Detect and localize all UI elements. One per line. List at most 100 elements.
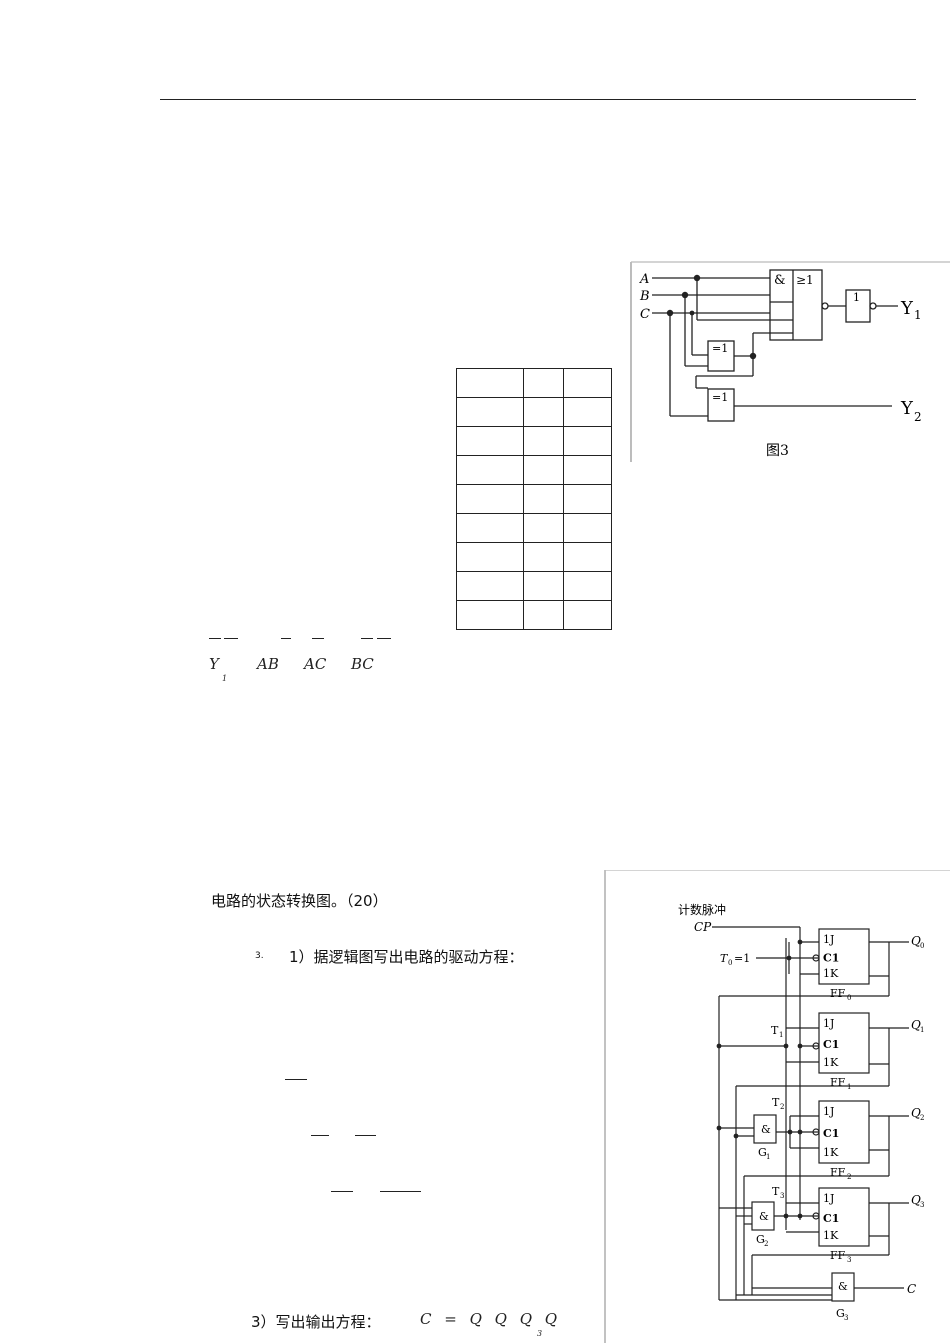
t2-label: T [772, 1096, 780, 1109]
cp-label: CP [694, 920, 712, 934]
t3-label: T [772, 1185, 780, 1198]
ff2-name: FF [830, 1166, 846, 1179]
ff0-pin-1k: 1K [823, 967, 839, 980]
truth-table-cell [563, 600, 612, 630]
truth-table-cell [563, 542, 612, 572]
truth-table-cell [456, 484, 524, 514]
truth-table [456, 368, 612, 630]
t1-label: T [771, 1024, 779, 1037]
step1-number: 3. [255, 951, 264, 961]
truth-table-cell [523, 455, 564, 485]
truth-table-cell [523, 484, 564, 514]
g1-sub: 1 [766, 1153, 770, 1161]
gate-and-symbol: & [774, 273, 786, 288]
output-equation-sub: 3 [537, 1329, 543, 1338]
g2-sub: 2 [764, 1240, 768, 1248]
ff2-pin-1j: 1J [823, 1105, 834, 1118]
truth-table-cell [563, 455, 612, 485]
g1-symbol: & [761, 1123, 771, 1136]
expr-term-ab: AB [257, 655, 279, 673]
ff3-name-sub: 3 [847, 1256, 851, 1264]
figure-3-caption: 图3 [766, 443, 789, 459]
truth-table-cell [523, 542, 564, 572]
header-rule [160, 99, 916, 100]
carry-output-label: C [907, 1282, 916, 1296]
t0-label: T [720, 952, 729, 965]
truth-table-cell [563, 426, 612, 456]
expr-y-sub: 1 [222, 674, 228, 683]
input-b-label: B [639, 289, 650, 304]
truth-table-cell [523, 513, 564, 543]
t0-eq: =1 [734, 952, 750, 965]
t1-sub: 1 [779, 1031, 783, 1039]
truth-table-cell [456, 397, 524, 427]
count-pulse-label: 计数脉冲 [678, 902, 726, 917]
equation-overbar [380, 1191, 421, 1192]
truth-table-row [456, 571, 612, 601]
output-y2-sub: 2 [914, 410, 922, 424]
t0-sub: 0 [728, 959, 732, 967]
g3-label: G [836, 1307, 845, 1320]
ff3-pin-c1: C1 [823, 1212, 839, 1225]
figure-3-logic-circuit: A B C & ≥1 1 =1 =1 Y 1 Y 2 图3 [630, 261, 950, 462]
truth-table-cell [456, 571, 524, 601]
truth-table-cell [456, 513, 524, 543]
q3-output-label: Q [911, 1193, 921, 1207]
truth-table-row [456, 484, 612, 514]
step1-driving-equations: 1）据逻辑图写出电路的驱动方程： [289, 948, 524, 966]
output-y1-sub: 1 [914, 308, 922, 322]
truth-table-row [456, 368, 612, 398]
truth-table-cell [523, 426, 564, 456]
equation-overbar [355, 1135, 376, 1136]
output-y2-label: Y [900, 398, 914, 419]
ff2-pin-c1: C1 [823, 1127, 839, 1140]
q3-output-sub: 3 [920, 1201, 924, 1209]
q1-output-sub: 1 [920, 1026, 924, 1034]
truth-table-cell [563, 397, 612, 427]
ff1-name: FF [830, 1076, 846, 1089]
step3-output-equation: 3）写出输出方程： [251, 1313, 381, 1331]
output-y1-label: Y [900, 298, 914, 319]
expr-term-ac: AC [304, 655, 327, 673]
question-title: 电路的状态转换图。（20） [211, 892, 388, 910]
expr-y: Y [209, 655, 219, 673]
truth-table-row [456, 600, 612, 630]
ff3-name: FF [830, 1249, 846, 1262]
gate-not-symbol: 1 [853, 291, 860, 304]
gate-or-symbol: ≥1 [796, 273, 814, 287]
ff0-name-sub: 0 [847, 994, 851, 1002]
t3-sub: 3 [780, 1192, 784, 1200]
ff1-pin-c1: C1 [823, 1038, 839, 1051]
ff1-name-sub: 1 [847, 1083, 851, 1091]
g3-symbol: & [838, 1280, 848, 1293]
ff2-pin-1k: 1K [823, 1146, 839, 1159]
truth-table-cell [523, 397, 564, 427]
ff1-pin-1j: 1J [823, 1017, 834, 1030]
ff0-name: FF [830, 987, 846, 1000]
g2-label: G [756, 1233, 765, 1246]
truth-table-cell [456, 600, 524, 630]
truth-table-row [456, 455, 612, 485]
ff0-pin-1j: 1J [823, 933, 834, 946]
expr-term-bc: BC [351, 655, 374, 673]
truth-table-row [456, 542, 612, 572]
gate-xor2-symbol: =1 [712, 391, 728, 404]
equation-overbar [331, 1191, 353, 1192]
g1-label: G [758, 1146, 767, 1159]
equation-overbar [285, 1079, 307, 1080]
q1-output-label: Q [911, 1018, 921, 1032]
truth-table-cell [563, 571, 612, 601]
ff3-pin-1j: 1J [823, 1192, 834, 1205]
q2-output-sub: 2 [920, 1114, 924, 1122]
t2-sub: 2 [780, 1103, 784, 1111]
truth-table-cell [563, 484, 612, 514]
truth-table-cell [563, 513, 612, 543]
truth-table-cell [523, 368, 564, 398]
output-equation: C = Q Q Q Q [420, 1310, 562, 1328]
truth-table-cell [456, 542, 524, 572]
ff1-pin-1k: 1K [823, 1056, 839, 1069]
truth-table-cell [456, 368, 524, 398]
truth-table-row [456, 426, 612, 456]
ff0-pin-c1: C1 [823, 952, 839, 965]
